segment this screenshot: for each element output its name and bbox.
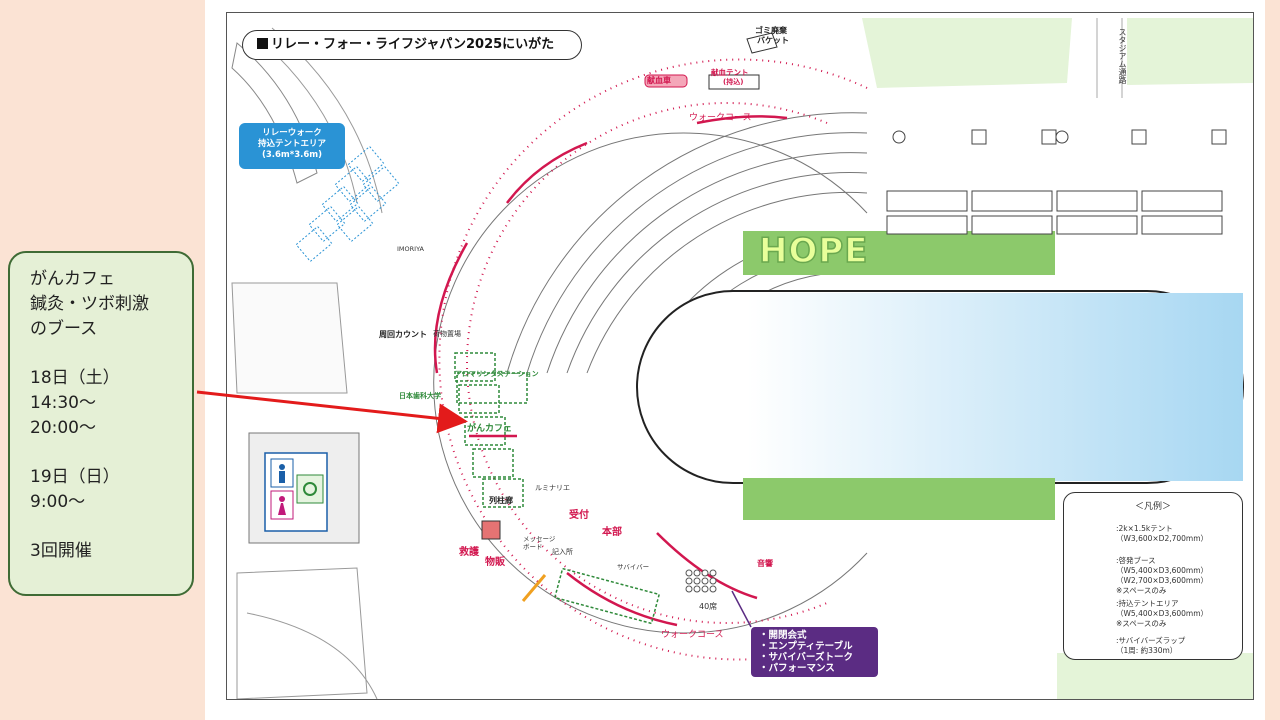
legend-tent-sub: （W3,600×D2,700mm） [1116, 534, 1209, 543]
event-line3: ・サバイバーズトーク [759, 652, 853, 663]
map-legend: ＜凡例＞ :2k×1.5kテント （W3,600×D2,700mm） :啓発ブー… [1063, 492, 1243, 660]
legend-booth-sub3: ※スペースのみ [1116, 586, 1167, 595]
label-survivor: サバイバー [617, 563, 650, 571]
legend-booth-sub1: （W5,400×D3,600mm） [1116, 566, 1209, 575]
callout-subtitle: 鍼灸・ツボ刺激 [30, 294, 149, 314]
callout-count: 3回開催 [30, 541, 92, 561]
map-drawing [231, 18, 1253, 699]
label-bucket: バケット [757, 36, 789, 45]
map-title: リレー・フォー・ライフジャパン2025にいがた [242, 30, 582, 60]
legend-lap-sub: （1周: 約330m） [1116, 646, 1178, 655]
label-gan-cafe: がんカフェ [467, 424, 513, 434]
label-message-board: メッセージボード [523, 535, 556, 551]
label-entry: 記入所 [552, 548, 573, 556]
hope-text: HOPE [758, 230, 869, 272]
label-garbage: ゴミ廃棄 [755, 26, 787, 35]
legend-tent-text: :2k×1.5kテント [1116, 524, 1173, 533]
legend-booth-text: :啓発ブース [1116, 556, 1156, 565]
venue-map: リレー・フォー・ライフジャパン2025にいがた HOPE リレーウォーク 持込テ… [226, 12, 1254, 700]
label-blood-car: 献血車 [647, 76, 671, 85]
label-walk-course-bottom: ウォークコース [661, 630, 724, 640]
label-luggage: 荷物置場 [433, 330, 461, 338]
label-lap-count: 周回カウント [379, 330, 427, 339]
label-luminaria: ルミナリエ [535, 484, 570, 492]
callout-day2: 19日（日） [30, 467, 120, 487]
legend-carry-sub1: （W5,400×D3,600mm） [1116, 609, 1209, 618]
label-reception: 受付 [569, 510, 589, 521]
event-line4: ・パフォーマンス [759, 663, 835, 674]
relay-walk-area-label: リレーウォーク 持込テントエリア (3.6m*3.6m) [239, 123, 345, 169]
map-title-text: リレー・フォー・ライフジャパン2025にいがた [271, 37, 555, 52]
event-line2: ・エンプティテーブル [759, 641, 853, 652]
callout-title: がんカフェ [30, 269, 115, 289]
relay-walk-line1: リレーウォーク [262, 128, 322, 138]
relay-walk-line3: (3.6m*3.6m) [261, 150, 323, 160]
callout-day1: 18日（土） [30, 368, 120, 388]
callout-day1-time2: 20:00〜 [30, 418, 96, 438]
callout-subtitle-2: のブース [30, 319, 98, 339]
label-hq: 本部 [602, 527, 622, 538]
callout-day1-time1: 14:30〜 [30, 393, 96, 413]
event-program-box: ・開閉会式 ・エンプティテーブル ・サバイバーズトーク ・パフォーマンス [751, 627, 878, 677]
gan-cafe-schedule-callout: がんカフェ 鍼灸・ツボ刺激 のブース 18日（土） 14:30〜 20:00〜 … [8, 251, 194, 596]
label-imoriya: IMORIYA [397, 245, 424, 253]
label-university: 日本歯科大学 [399, 392, 441, 400]
legend-title: ＜凡例＞ [1134, 502, 1171, 512]
label-blood-tent-sub: (持込) [723, 78, 744, 86]
label-music: 音響 [757, 559, 773, 568]
label-blood-tent: 献血テント [711, 68, 749, 77]
legend-carry-sub2: ※スペースのみ [1116, 619, 1167, 628]
label-goods: 物販 [485, 557, 505, 568]
label-walk-course-top: ウォークコース [689, 113, 752, 123]
label-aroma: アロマリンクステーション [455, 370, 539, 378]
legend-carry-text: :持込テントエリア [1116, 599, 1179, 608]
label-stadium-road: スタジアム通路 [1118, 28, 1127, 84]
label-rescue: 救護 [459, 547, 479, 558]
label-relay-yard: 列柱廊 [489, 496, 513, 505]
callout-day2-time: 9:00〜 [30, 492, 86, 512]
legend-booth-sub2: （W2,700×D3,600mm） [1116, 576, 1209, 585]
relay-walk-line2: 持込テントエリア [257, 139, 326, 149]
event-line1: ・開閉会式 [759, 630, 807, 641]
label-seats-40: 40席 [699, 602, 718, 611]
legend-lap-text: :サバイバーズラップ [1116, 636, 1186, 645]
